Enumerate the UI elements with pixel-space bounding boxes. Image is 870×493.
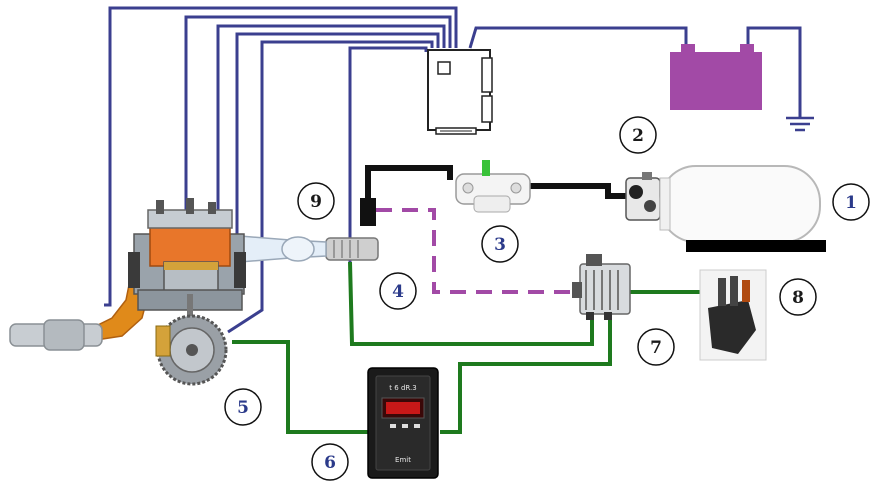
callout-number: 1 (845, 193, 857, 213)
ground-symbol (786, 118, 814, 130)
blue-wire-battery (470, 28, 686, 48)
callout-number: 2 (632, 126, 644, 146)
gas-cylinder (660, 166, 826, 252)
gas-control-unit (572, 254, 630, 320)
controller-unit: t 6 dR.3 Emit (368, 368, 438, 478)
battery (670, 44, 762, 110)
callout-8: 8 (780, 279, 816, 315)
callout-3: 3 (482, 226, 518, 262)
callout-number: 7 (650, 338, 662, 358)
injector-rail (326, 238, 378, 260)
solenoid-valve (360, 198, 376, 226)
gas-reducer (456, 160, 530, 212)
callout-number: 9 (310, 192, 322, 212)
controller-top-text: t 6 dR.3 (389, 384, 416, 392)
blue-wire-6 (350, 48, 426, 262)
pipe-reducer-to-tank-valve (528, 186, 626, 196)
callout-1: 1 (833, 184, 869, 220)
pressure-sensor (700, 270, 766, 360)
green-wire-controller-out (440, 318, 610, 432)
ecu-unit (428, 50, 492, 134)
controller-brand-text: Emit (395, 456, 411, 464)
callout-2: 2 (620, 117, 656, 153)
callout-7: 7 (638, 329, 674, 365)
intake-manifold (240, 236, 326, 262)
callout-5: 5 (225, 389, 261, 425)
callout-9: 9 (298, 183, 334, 219)
callout-number: 3 (494, 235, 506, 255)
callout-number: 5 (237, 398, 249, 418)
pipe-valve-to-reducer (368, 168, 450, 200)
tank-valve (626, 172, 660, 220)
callout-6: 6 (312, 444, 348, 480)
callout-4: 4 (380, 273, 416, 309)
callout-number: 6 (324, 453, 336, 473)
callout-number: 4 (392, 282, 404, 302)
crankshaft-flywheel (156, 316, 226, 384)
callout-number: 8 (792, 288, 804, 308)
